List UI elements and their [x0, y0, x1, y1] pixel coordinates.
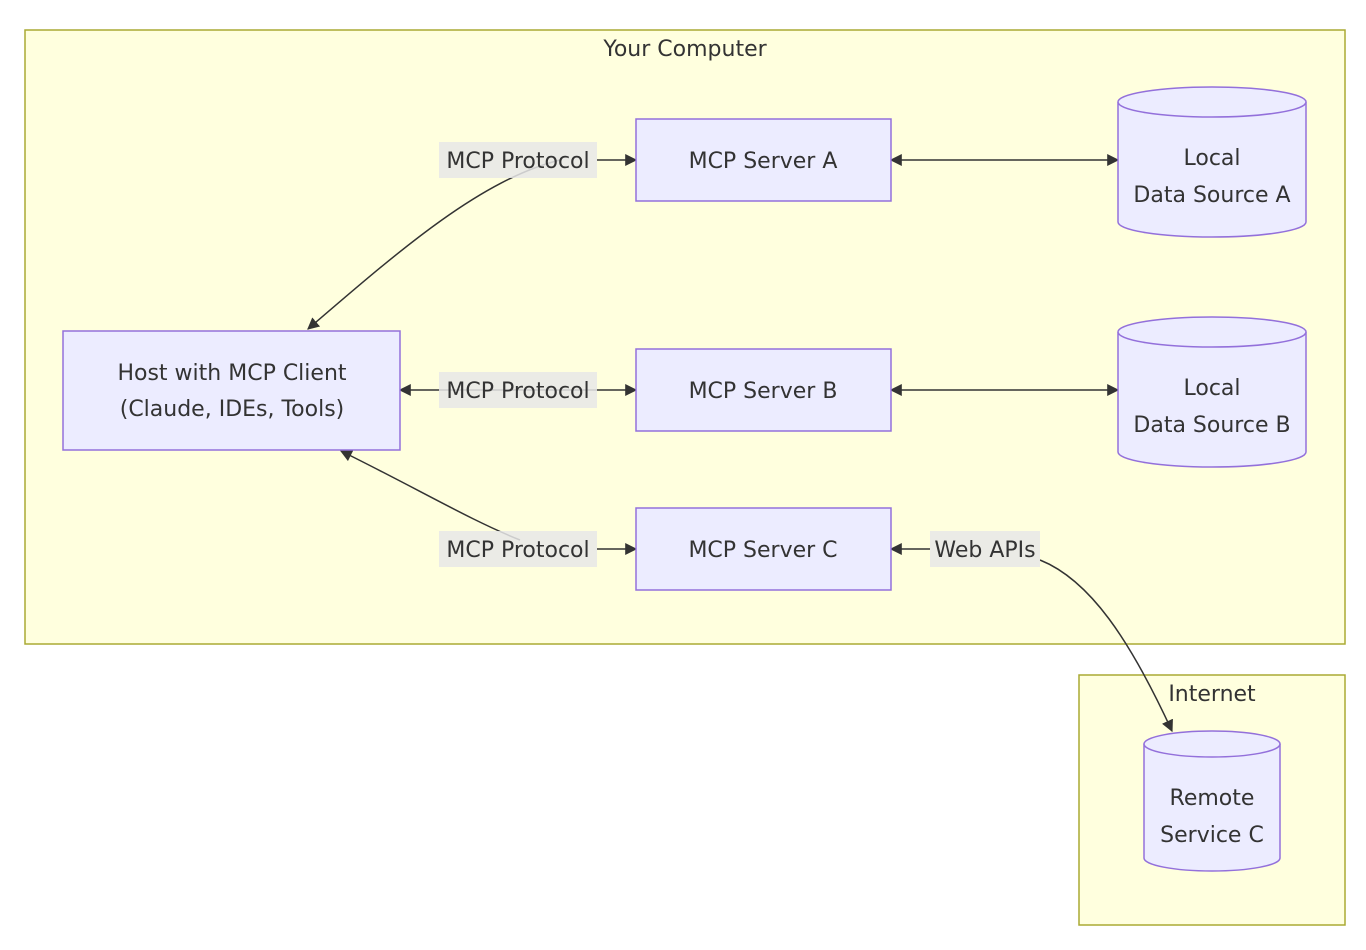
edge-label-host-a: MCP Protocol — [439, 142, 597, 178]
remote-c-line2: Service C — [1160, 823, 1264, 848]
edge-label-host-c: MCP Protocol — [439, 531, 597, 567]
database-icon-remote-c: Remote Service C — [1143, 730, 1281, 872]
node-host: Host with MCP Client (Claude, IDEs, Tool… — [62, 330, 401, 451]
database-icon-source-a: Local Data Source A — [1117, 86, 1307, 238]
svg-text:(Claude, IDEs, Tools): (Claude, IDEs, Tools) — [120, 397, 345, 422]
svg-text:MCP Server A: MCP Server A — [689, 149, 838, 174]
svg-text:MCP Protocol: MCP Protocol — [446, 379, 589, 404]
database-icon-source-b: Local Data Source B — [1117, 316, 1307, 468]
svg-text:MCP Protocol: MCP Protocol — [446, 538, 589, 563]
source-a-line1: Local — [1183, 146, 1240, 171]
svg-text:MCP Protocol: MCP Protocol — [446, 149, 589, 174]
remote-c-line1: Remote — [1170, 786, 1255, 811]
edge-server-c-remote — [889, 543, 1173, 733]
source-b-line2: Data Source B — [1133, 413, 1290, 438]
svg-text:MCP Server C: MCP Server C — [688, 538, 837, 563]
svg-text:Host with MCP Client: Host with MCP Client — [117, 361, 346, 386]
source-b-line1: Local — [1183, 376, 1240, 401]
cluster-title-internet: Internet — [1168, 682, 1256, 707]
node-server-a: MCP Server A — [635, 118, 892, 202]
cluster-title-your-computer: Your Computer — [602, 37, 767, 62]
svg-text:MCP Server B: MCP Server B — [689, 379, 838, 404]
source-a-line2: Data Source A — [1133, 183, 1290, 208]
svg-text:Web APIs: Web APIs — [934, 538, 1035, 563]
edge-label-host-b: MCP Protocol — [439, 372, 597, 408]
node-server-c: MCP Server C — [635, 507, 892, 591]
node-server-b: MCP Server B — [635, 348, 892, 432]
edge-label-web-apis: Web APIs — [930, 531, 1040, 567]
